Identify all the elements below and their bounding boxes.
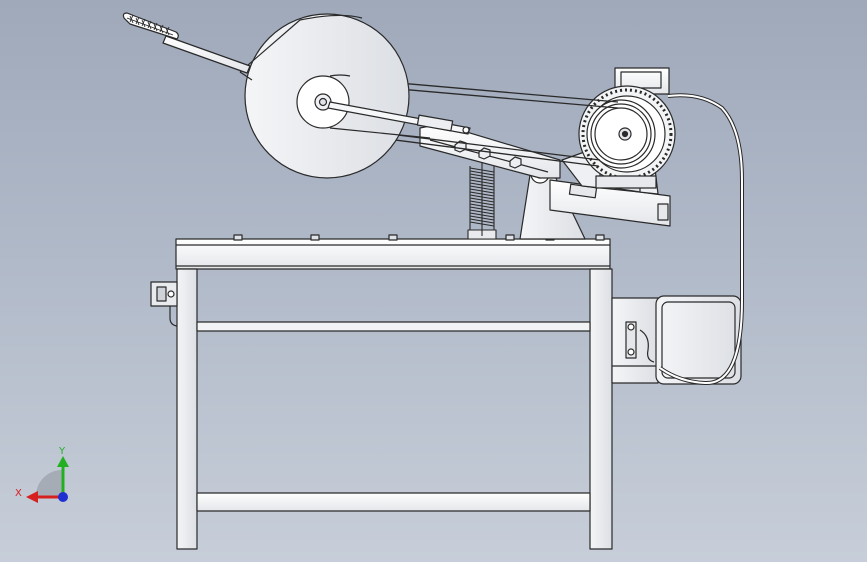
operating-handle (122, 12, 251, 74)
x-axis-label: X (15, 488, 22, 499)
table-frame (175, 234, 613, 550)
cutting-disc (239, 13, 410, 179)
electric-box (611, 295, 742, 385)
left-clamp-bracket (150, 281, 178, 327)
swing-arm (419, 123, 561, 179)
left-leg (176, 268, 198, 550)
x-axis-arrowhead (26, 491, 38, 503)
lower-crossbar (196, 492, 591, 512)
tension-spring (467, 150, 497, 240)
coordinate-triad: Y X (15, 446, 69, 503)
y-axis-arrowhead (57, 456, 69, 467)
z-axis-dot (58, 492, 68, 502)
belt-front (329, 74, 431, 139)
triad-plane (36, 470, 62, 496)
table-top-plate (175, 238, 611, 270)
right-leg (589, 268, 613, 550)
motor-assembly (549, 67, 676, 227)
y-axis-label: Y (58, 446, 66, 457)
middle-crossbar (196, 321, 591, 332)
lever-rod (327, 101, 471, 135)
